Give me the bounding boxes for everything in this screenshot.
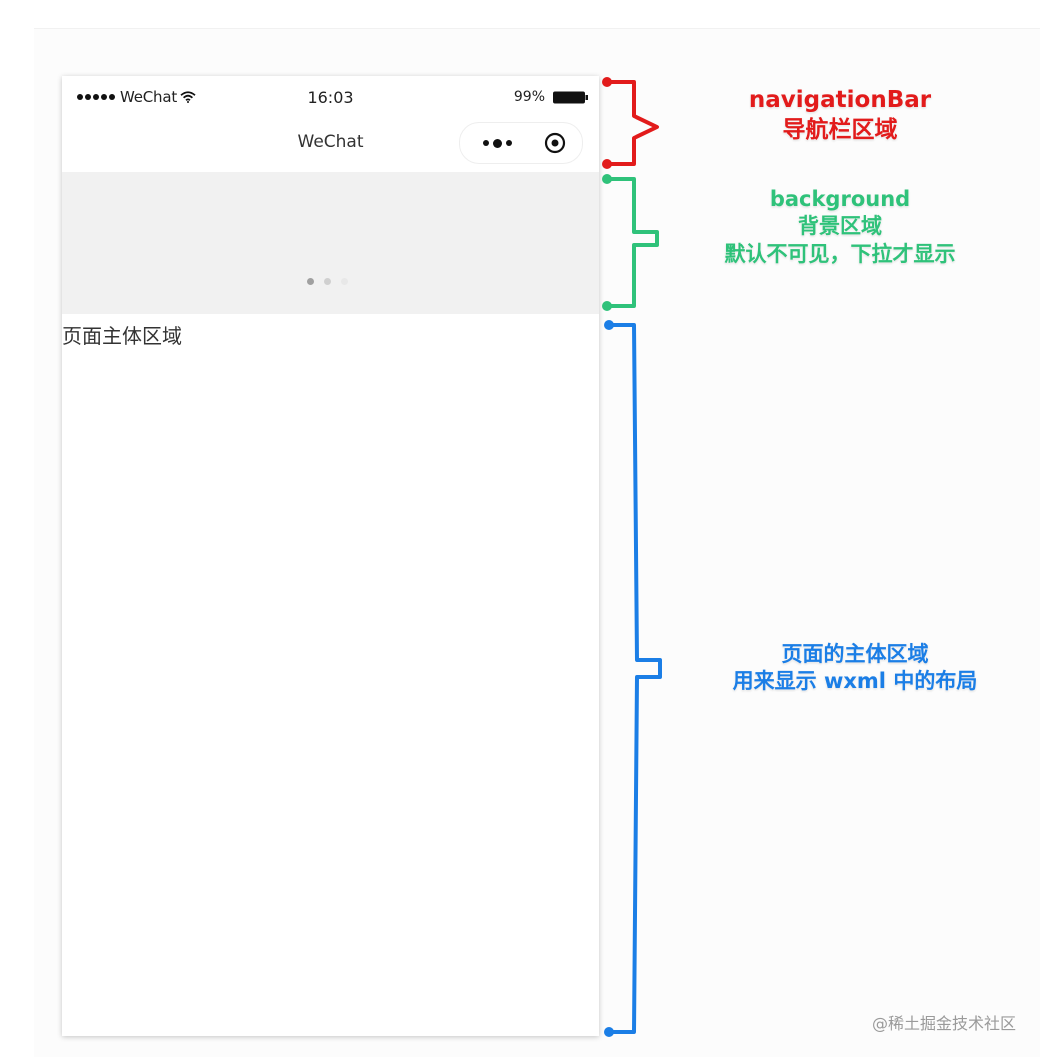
battery-percent: 99% — [513, 89, 545, 105]
battery-icon — [553, 91, 588, 103]
loading-dot — [341, 278, 348, 285]
status-bar: WeChat 16:03 99% — [62, 76, 599, 118]
signal-icon — [77, 94, 115, 100]
page-body-annotation-title: 页面的主体区域 — [781, 642, 929, 666]
page-body-bracket-dot-bottom — [604, 1027, 614, 1037]
loading-dot — [307, 278, 314, 285]
nav-bracket — [607, 80, 659, 166]
background-annotation: background 背景区域 默认不可见，下拉才显示 — [680, 186, 1000, 268]
page-body-text: 页面主体区域 — [62, 324, 182, 348]
page-body-bracket — [609, 323, 662, 1034]
status-time: 16:03 — [307, 88, 354, 107]
watermark: @稀土掘金技术社区 — [871, 1014, 1016, 1033]
background-annotation-note: 默认不可见，下拉才显示 — [724, 241, 956, 266]
more-dots-icon[interactable] — [474, 123, 520, 163]
carrier-label: WeChat — [120, 88, 178, 106]
navigation-annotation: navigationBar 导航栏区域 — [690, 86, 990, 146]
target-close-icon[interactable] — [544, 132, 566, 154]
navigation-bar: WeChat — [62, 118, 599, 172]
page-body-area: 页面主体区域 — [62, 314, 599, 1036]
background-bracket-dot-top — [602, 174, 612, 184]
navigation-annotation-title: navigationBar — [748, 87, 932, 113]
navigation-annotation-subtitle: 导航栏区域 — [782, 116, 898, 143]
loading-dots — [307, 278, 348, 285]
nav-bracket-dot-bottom — [602, 159, 612, 169]
page-body-annotation-subtitle: 用来显示 wxml 中的布局 — [732, 669, 978, 694]
loading-dot — [324, 278, 331, 285]
nav-title: WeChat — [297, 132, 364, 152]
background-bracket-dot-bottom — [602, 301, 612, 311]
background-annotation-subtitle: 背景区域 — [798, 214, 882, 239]
background-area — [62, 172, 599, 314]
nav-bracket-dot-top — [602, 77, 612, 87]
page-body-annotation: 页面的主体区域 用来显示 wxml 中的布局 — [690, 641, 1020, 696]
menu-capsule — [459, 122, 583, 164]
background-annotation-title: background — [769, 187, 911, 211]
phone-frame: WeChat 16:03 99% WeChat — [62, 76, 599, 1036]
background-bracket — [607, 177, 659, 308]
wifi-icon — [180, 91, 196, 103]
status-left: WeChat — [77, 88, 196, 106]
status-right: 99% — [514, 89, 589, 105]
page-body-bracket-dot-top — [604, 320, 614, 330]
